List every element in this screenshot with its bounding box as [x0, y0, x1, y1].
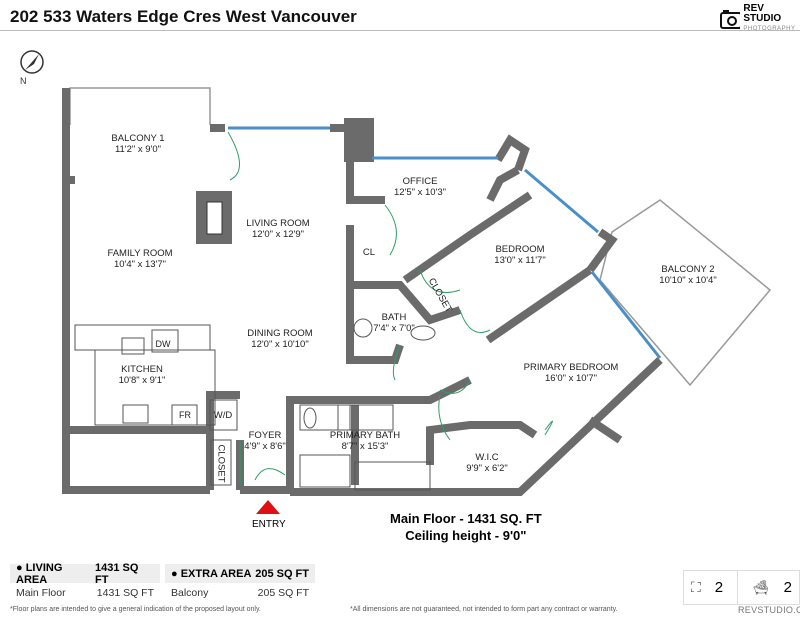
bedroom-count: 2 [714, 579, 724, 596]
dishwasher-label: DW [155, 339, 171, 349]
fridge-label: FR [179, 410, 191, 420]
page-title: 202 533 Waters Edge Cres West Vancouver [10, 7, 357, 26]
entry-marker-icon [256, 500, 280, 514]
room-label-cl: CL [362, 247, 376, 258]
windows [228, 126, 662, 359]
footer-disclaimer-left: *Floor plans are intended to give a gene… [10, 606, 261, 613]
balcony-outlines [69, 87, 772, 387]
room-counts: ⛶ 2 🛁︎ 2 [683, 570, 800, 605]
ceiling-height: Ceiling height - 9'0" [405, 528, 527, 543]
logo-sub: PHOTOGRAPHY [743, 26, 796, 32]
bathtub-icon: 🛁︎ [751, 579, 770, 595]
bed-icon: ⛶ [690, 579, 701, 595]
logo-name: REV STUDIO [743, 3, 782, 24]
rev-studio-logo: REV STUDIO PHOTOGRAPHY [720, 4, 800, 34]
doors [227, 131, 553, 485]
bathroom-count: 2 [783, 579, 792, 596]
entry-label: ENTRY [252, 519, 286, 530]
camera-icon [720, 10, 741, 29]
footer-website: REVSTUDIO.CA [738, 605, 800, 615]
main-floor-area: Main Floor - 1431 SQ. FT [390, 511, 542, 526]
compass-icon: N [20, 50, 44, 86]
room-label-wd: W/D [213, 410, 233, 421]
header-divider [0, 30, 800, 31]
floor-info: Main Floor - 1431 SQ. FT Ceiling height … [390, 510, 542, 544]
floor-plan-drawing: N [20, 50, 772, 514]
footer-disclaimer-center: *All dimensions are not guaranteed, not … [350, 606, 618, 613]
room-label-foyer-closet: CLOSET [215, 444, 227, 483]
fixtures [74, 318, 436, 491]
compass-label: N [20, 76, 27, 86]
